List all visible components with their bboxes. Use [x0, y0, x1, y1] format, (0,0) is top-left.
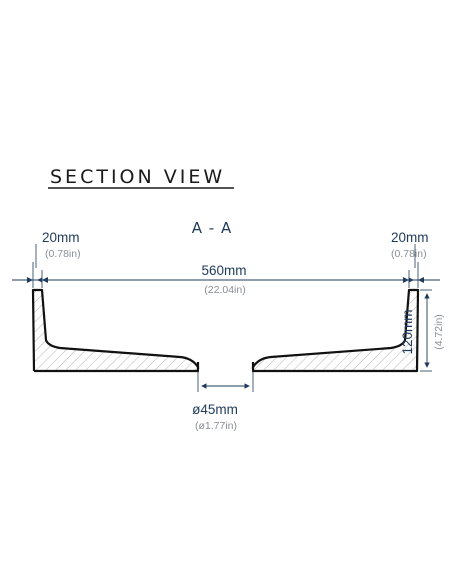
basin-hatch: [33, 290, 418, 371]
left-wall-mm-label: 20mm: [42, 230, 80, 245]
left-wall-in-label: (0.78in): [45, 248, 81, 260]
drawing-title: SECTION VIEW: [50, 166, 225, 188]
drain-dimension: [197, 371, 254, 392]
width-dimension: [12, 262, 440, 288]
right-wall-in-label: (0.78in): [391, 248, 427, 260]
drain-gap: [199, 369, 252, 373]
drain-in-label: (ø1.77in): [195, 420, 237, 432]
height-in-label: (4.72in): [433, 314, 445, 350]
height-dimension: [420, 289, 432, 372]
height-mm-label: 120mm: [400, 309, 415, 354]
drain-mm-label: ø45mm: [192, 402, 238, 417]
section-label: A - A: [192, 219, 232, 237]
width-in-label: (22.04in): [204, 284, 245, 296]
width-mm-label: 560mm: [201, 263, 246, 278]
right-wall-mm-label: 20mm: [391, 230, 429, 245]
